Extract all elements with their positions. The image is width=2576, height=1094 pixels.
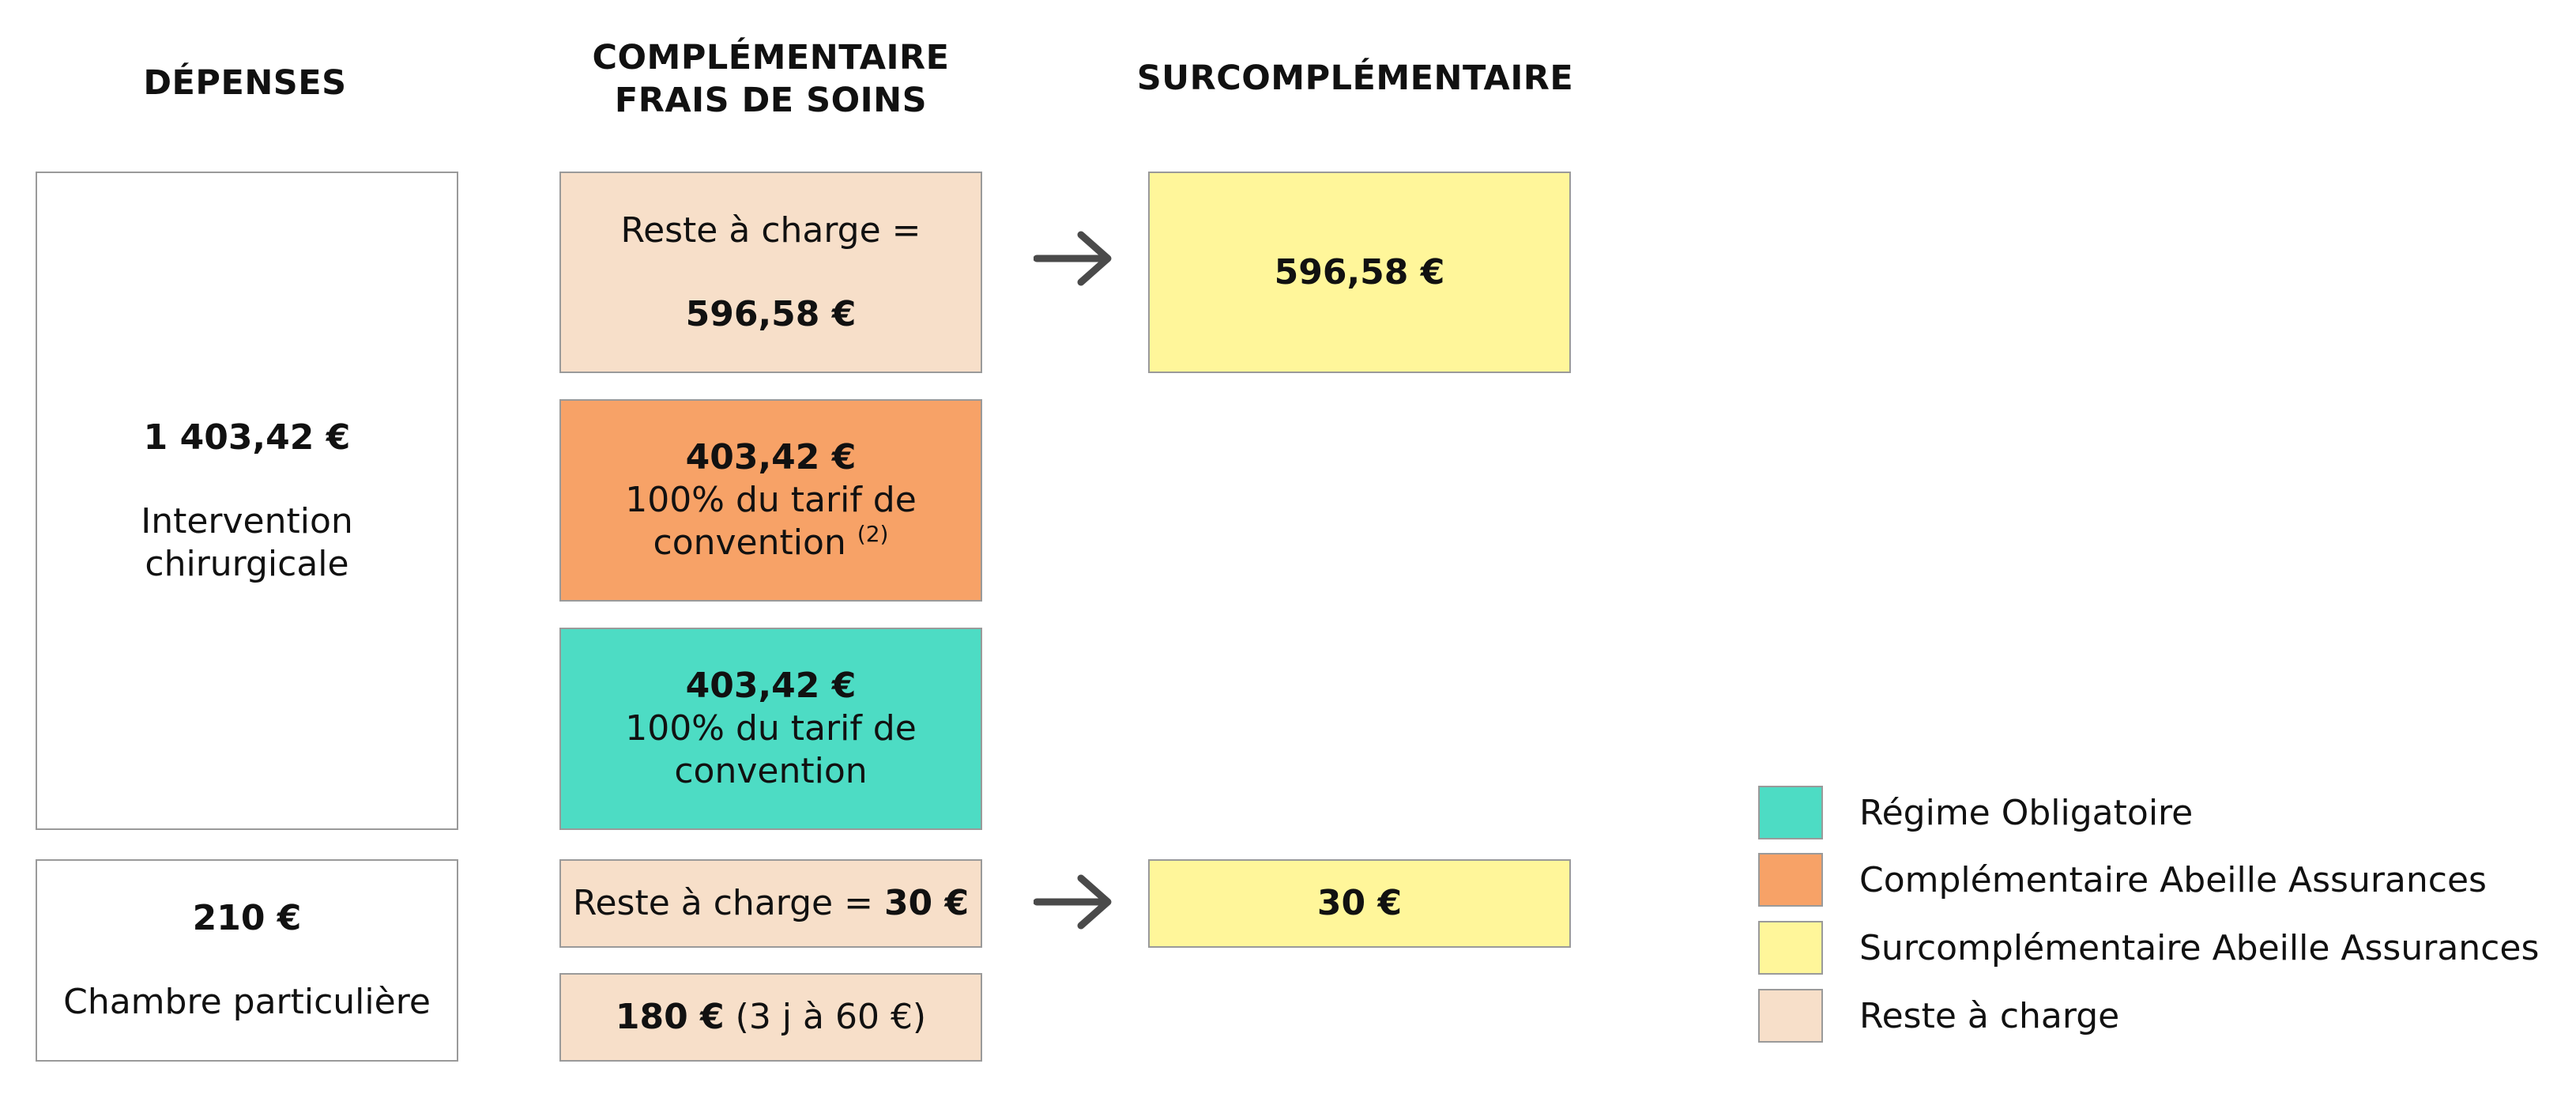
legend-item-regime: Régime Obligatoire bbox=[1758, 785, 2193, 840]
reste-charge-intervention-label: Reste à charge = bbox=[620, 209, 921, 251]
header-complementaire-line1: COMPLÉMENTAIRE bbox=[592, 38, 950, 77]
reste-charge-chambre-label: Reste à charge = bbox=[572, 883, 884, 923]
reste-charge-chambre-amount: 30 € bbox=[883, 883, 970, 923]
chambre-couverte-detail: (3 j à 60 €) bbox=[724, 997, 927, 1037]
depense-intervention-label-1: Intervention bbox=[141, 500, 353, 541]
legend-label-regime: Régime Obligatoire bbox=[1859, 792, 2194, 833]
complementaire-abeille-line1: 100% du tarif de bbox=[625, 480, 917, 520]
legend-item-complementaire: Complémentaire Abeille Assurances bbox=[1758, 852, 2487, 907]
reste-charge-intervention-amount: 596,58 € bbox=[685, 293, 857, 334]
depense-chambre-amount: 210 € bbox=[192, 898, 302, 938]
header-surcomplementaire-text: SURCOMPLÉMENTAIRE bbox=[1136, 58, 1574, 98]
chambre-couverte-amount: 180 € bbox=[615, 997, 725, 1037]
chambre-couverte-text: 180 € (3 j à 60 €) bbox=[616, 996, 926, 1039]
complementaire-abeille-box: 403,42 € 100% du tarif de convention (2) bbox=[559, 399, 982, 602]
header-surcomplementaire: SURCOMPLÉMENTAIRE bbox=[1130, 57, 1580, 100]
regime-obligatoire-line2: convention bbox=[674, 751, 868, 791]
depense-chambre-label: Chambre particulière bbox=[63, 982, 431, 1022]
depense-chambre-box: 210 € Chambre particulière bbox=[36, 859, 458, 1062]
regime-obligatoire-line1: 100% du tarif de bbox=[625, 708, 917, 749]
legend-swatch-reste bbox=[1758, 989, 1823, 1043]
complementaire-abeille-amount: 403,42 € bbox=[685, 437, 857, 477]
legend-label-reste: Reste à charge bbox=[1859, 995, 2120, 1036]
legend-swatch-complementaire bbox=[1758, 853, 1823, 907]
chambre-couverte-box: 180 € (3 j à 60 €) bbox=[559, 973, 982, 1062]
arrow-right-icon bbox=[1034, 231, 1112, 286]
reste-charge-chambre-box: Reste à charge = 30 € bbox=[559, 859, 982, 948]
depense-intervention-label-2: chirurgicale bbox=[145, 543, 349, 584]
header-complementaire-line2: FRAIS DE SOINS bbox=[614, 81, 928, 120]
regime-obligatoire-box: 403,42 € 100% du tarif de convention bbox=[559, 628, 982, 830]
complementaire-abeille-line2: convention bbox=[653, 522, 846, 563]
depense-intervention-box: 1 403,42 € Intervention chirurgicale bbox=[36, 172, 458, 830]
complementaire-abeille-line2-wrap: convention (2) bbox=[653, 522, 889, 564]
surcomplementaire-intervention-box: 596,58 € bbox=[1148, 172, 1571, 373]
reste-charge-chambre-text: Reste à charge = 30 € bbox=[573, 882, 969, 925]
depense-intervention-amount: 1 403,42 € bbox=[143, 417, 351, 458]
surcomplementaire-intervention-amount: 596,58 € bbox=[1274, 251, 1445, 292]
reste-charge-intervention-box: Reste à charge = 596,58 € bbox=[559, 172, 982, 373]
legend-item-reste: Reste à charge bbox=[1758, 988, 2119, 1043]
legend-item-surcomplementaire: Surcomplémentaire Abeille Assurances bbox=[1758, 920, 2539, 975]
footnote-ref: (2) bbox=[857, 521, 889, 547]
legend-swatch-surcomplementaire bbox=[1758, 921, 1823, 975]
surcomplementaire-chambre-box: 30 € bbox=[1148, 859, 1571, 948]
arrow-right-icon bbox=[1034, 874, 1112, 930]
header-depenses: DÉPENSES bbox=[36, 62, 454, 104]
surcomplementaire-chambre-amount: 30 € bbox=[1316, 883, 1403, 923]
header-depenses-text: DÉPENSES bbox=[143, 63, 347, 103]
legend-swatch-regime bbox=[1758, 786, 1823, 839]
regime-obligatoire-amount: 403,42 € bbox=[685, 666, 857, 706]
header-complementaire: COMPLÉMENTAIRE FRAIS DE SOINS bbox=[559, 36, 982, 122]
legend-label-complementaire: Complémentaire Abeille Assurances bbox=[1859, 859, 2487, 900]
legend-label-surcomplementaire: Surcomplémentaire Abeille Assurances bbox=[1859, 927, 2540, 968]
